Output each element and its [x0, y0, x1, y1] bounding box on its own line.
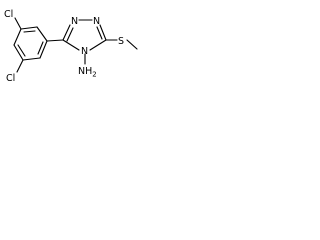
atom-label-nh2-main: NH [78, 66, 92, 77]
atom-label-nh2: NH2 [78, 66, 97, 79]
bond-benzene-c3-c4 [13, 28, 22, 46]
bond-benzene-c5-c6 [22, 57, 41, 61]
bonds [13, 17, 138, 73]
atom-label-cl-bottom: Cl [6, 73, 15, 84]
bond-triazole-double-c5-n1 [66, 27, 74, 42]
atom-labels: Cl Cl N N N NH2 S [4, 9, 124, 84]
bond-triazole-c5-n1 [62, 24, 71, 41]
atom-label-n-ring-top-left: N [71, 16, 78, 27]
bond-triazole-c3-n4 [89, 39, 107, 51]
bond-triazole-n4-c5 [62, 39, 80, 51]
bond-benzene-c6-c1 [39, 40, 48, 59]
atom-label-n-ring-bottom: N [81, 46, 88, 57]
bond-benzene-c2-c3 [20, 26, 38, 30]
atom-label-n-ring-top-right: N [93, 16, 100, 27]
bond-benzene-c4-c5 [13, 44, 24, 61]
atom-label-sulfur: S [118, 36, 124, 47]
chemical-structure-diagram: Cl Cl N N N NH2 S [4, 9, 138, 84]
bond-benzene-triazole [46, 39, 64, 42]
bond-benzene-double-3 [37, 41, 44, 55]
bond-benzene-double-2 [17, 44, 26, 57]
bond-triazole-double-n2-c3 [96, 26, 103, 40]
atom-label-nh2-subscript: 2 [92, 71, 96, 79]
atom-label-cl-top: Cl [4, 9, 13, 20]
bond-s-methyl [126, 39, 138, 50]
bond-benzene-c1-c2 [36, 26, 48, 42]
bond-benzene-double-1 [23, 30, 36, 33]
bond-c3-cl-top [14, 17, 22, 30]
bond-triazole-n2-c3 [99, 24, 107, 41]
bond-c5-cl-bottom [16, 59, 24, 73]
